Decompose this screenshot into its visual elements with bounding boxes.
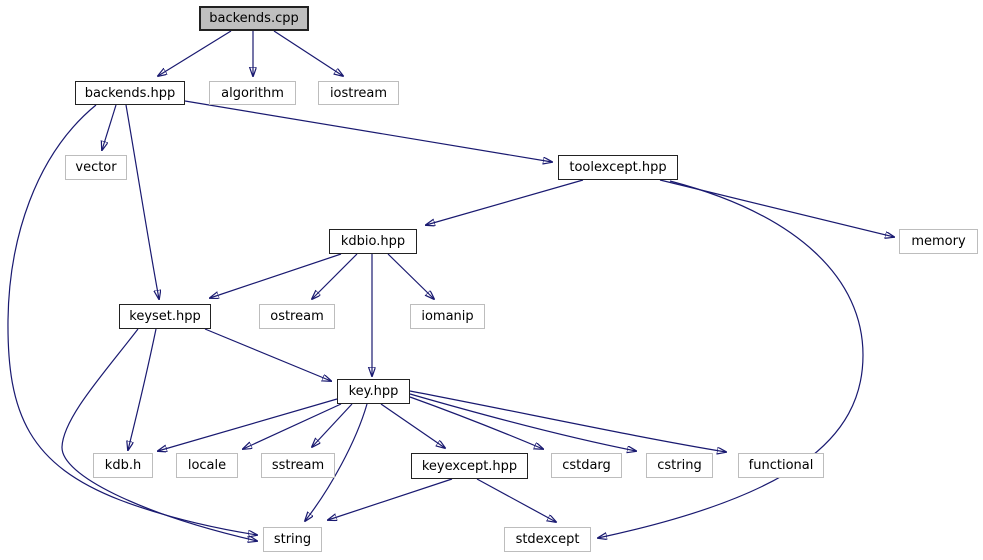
edge-keyset.hpp-string [61,328,257,541]
node-iostream: iostream [318,81,399,105]
node-ostream: ostream [259,304,335,329]
edge-key.hpp-functional [409,390,726,452]
edge-key.hpp-sstream [312,403,353,447]
edge-key.hpp-cstring [409,393,636,451]
node-sstream: sstream [261,453,335,478]
node-iomanip: iomanip [410,304,485,329]
edge-keyexcept.hpp-stdexcept [476,478,556,522]
edge-kdbio.hpp-iomanip [387,253,434,299]
edge-key.hpp-locale [243,403,342,449]
edge-keyset.hpp-kdb.h [128,328,157,450]
edge-kdbio.hpp-keyset.hpp [210,253,342,298]
edge-key.hpp-cstdarg [409,396,543,449]
edge-backends.hpp-toolexcept.hpp [184,100,552,162]
node-toolexcept-hpp[interactable]: toolexcept.hpp [558,155,678,180]
node-stdexcept: stdexcept [504,527,591,552]
edge-backends.hpp-keyset.hpp [125,104,159,299]
node-cstring: cstring [646,453,713,478]
node-cstdarg: cstdarg [551,453,622,478]
node-kdb-h: kdb.h [93,453,153,478]
node-keyexcept-hpp[interactable]: keyexcept.hpp [411,453,528,479]
edge-toolexcept.hpp-stdexcept [598,180,864,538]
node-functional: functional [738,453,824,478]
edge-key.hpp-string [305,403,368,521]
node-backends-hpp[interactable]: backends.hpp [75,81,185,105]
node-key-hpp[interactable]: key.hpp [337,379,410,404]
node-locale: locale [176,453,238,478]
edge-backends.cpp-iostream [273,30,343,76]
edge-key.hpp-keyexcept.hpp [380,403,445,448]
edge-toolexcept.hpp-kdbio.hpp [426,179,584,225]
edge-keyset.hpp-key.hpp [204,328,331,381]
node-memory: memory [899,229,978,254]
edge-keyexcept.hpp-string [328,478,453,520]
node-algorithm: algorithm [209,81,296,105]
edge-key.hpp-kdb.h [158,398,338,451]
edge-backends.cpp-backends.hpp [158,30,232,76]
node-backends-cpp: backends.cpp [199,6,309,31]
edge-kdbio.hpp-ostream [312,253,358,299]
node-keyset-hpp[interactable]: keyset.hpp [119,304,211,329]
node-kdbio-hpp[interactable]: kdbio.hpp [329,229,417,254]
node-string: string [263,527,322,552]
node-vector: vector [65,155,127,180]
edge-backends.hpp-vector [102,104,117,150]
